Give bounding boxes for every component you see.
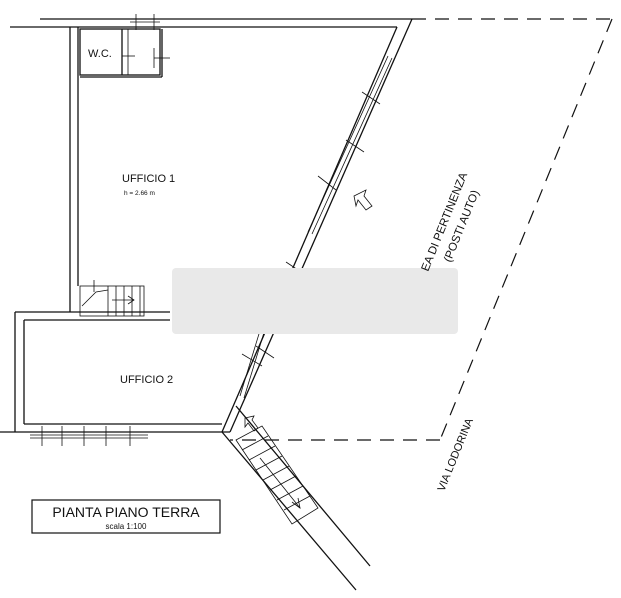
wc-cubicle (79, 14, 170, 78)
interior-stair (79, 280, 145, 317)
scale-text: scala 1:100 (106, 522, 147, 531)
room-label-wc: W.C. (88, 48, 112, 60)
title-text: PIANTA PIANO TERRA (52, 504, 200, 520)
building-walls (0, 18, 413, 433)
bottom-window (30, 426, 148, 446)
room-height-ufficio-1: h = 2.66 m (124, 190, 155, 197)
room-label-ufficio-2: UFFICIO 2 (120, 374, 173, 386)
property-boundary-dashed (230, 18, 613, 441)
entrance-arrow-icon (353, 189, 373, 211)
street-label: VIA LODORINA (436, 416, 476, 493)
diagonal-window (239, 55, 393, 399)
blurred-redaction (172, 268, 458, 334)
room-label-ufficio-1: UFFICIO 1 (122, 173, 175, 185)
exterior-staircase (221, 405, 371, 591)
title-block: PIANTA PIANO TERRA scala 1:100 (31, 499, 221, 534)
